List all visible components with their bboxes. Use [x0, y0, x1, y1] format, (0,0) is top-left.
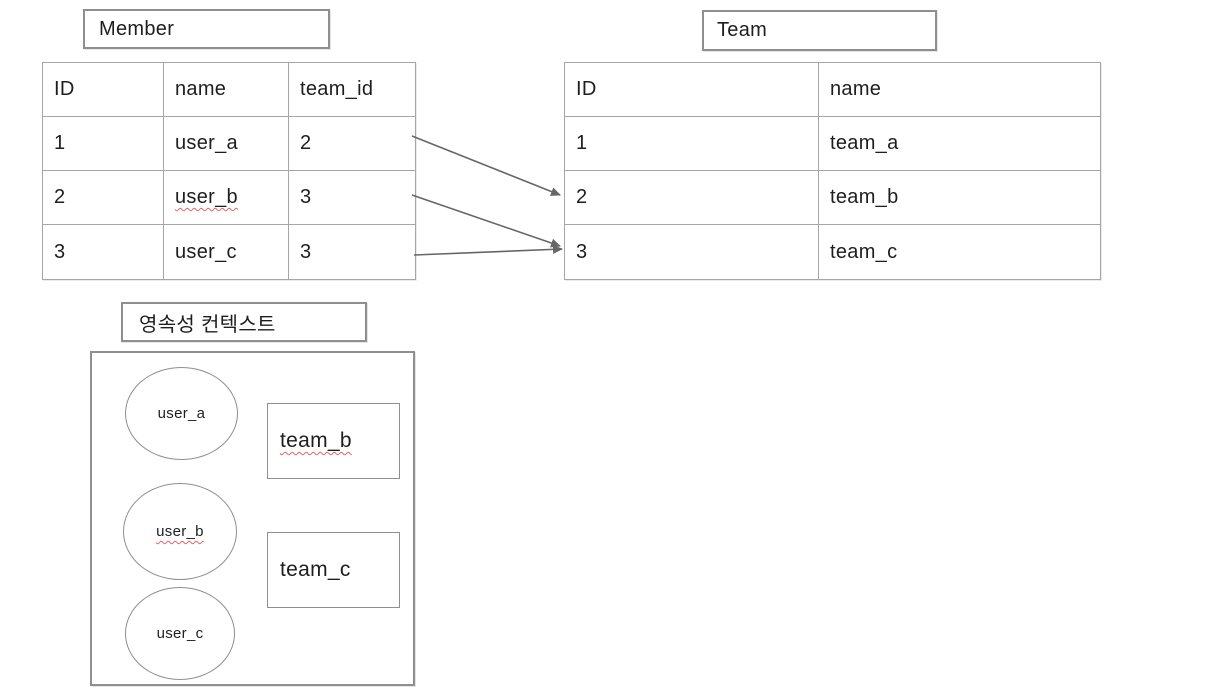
member-table-title-box: Member: [83, 9, 330, 49]
entity-circle-user-c-label: user_c: [156, 625, 204, 642]
team-header-name: name: [819, 63, 1100, 117]
relation-arrow: [413, 244, 563, 256]
relation-arrow: [411, 194, 561, 248]
member-row1-team-id: 3: [289, 171, 415, 225]
member-header-id: ID: [43, 63, 164, 117]
team-box-team-b-label: team_b: [280, 429, 352, 452]
entity-circle-user-b-label: user_b: [156, 523, 204, 540]
team-table-title: Team: [717, 19, 768, 41]
member-row0-name: user_a: [164, 117, 289, 171]
member-row1-id: 2: [43, 171, 164, 225]
team-table-title-box: Team: [702, 10, 937, 51]
member-table-title: Member: [99, 17, 175, 40]
entity-circle-user-a: user_a: [125, 367, 238, 460]
persistence-context-title-box: 영속성 컨텍스트: [121, 302, 367, 342]
team-row1-id: 2: [565, 171, 819, 225]
relation-arrow: [411, 135, 561, 196]
member-row2-id: 3: [43, 225, 164, 279]
team-table: ID name 1 team_a 2 team_b 3 team_c: [564, 62, 1101, 280]
team-row2-id: 3: [565, 225, 819, 279]
team-row1-name: team_b: [819, 171, 1100, 225]
member-row2-team-id: 3: [300, 240, 312, 263]
member-row1-name: user_b: [164, 171, 289, 225]
team-box-team-b: team_b: [267, 403, 400, 479]
team-box-team-c: team_c: [267, 532, 400, 608]
member-row1-name-text: user_b: [175, 186, 238, 208]
persistence-context-title: 영속성 컨텍스트: [139, 313, 276, 336]
team-box-team-c-label: team_c: [280, 558, 351, 581]
entity-circle-user-b: user_b: [123, 483, 237, 580]
member-table: ID name team_id 1 user_a 2 2 user_b 3 3 …: [42, 62, 416, 280]
team-row0-id: 1: [565, 117, 819, 171]
team-row0-name: team_a: [819, 117, 1100, 171]
entity-circle-user-c: user_c: [125, 587, 235, 680]
member-row0-id: 1: [43, 117, 164, 171]
member-header-name: name: [164, 63, 289, 117]
entity-circle-user-a-label: user_a: [157, 405, 206, 422]
member-row2-name: user_c: [164, 225, 289, 279]
team-header-id: ID: [565, 63, 819, 117]
member-header-team-id: team_id: [289, 63, 415, 117]
team-row2-name: team_c: [830, 240, 898, 263]
member-row0-team-id: 2: [289, 117, 415, 171]
